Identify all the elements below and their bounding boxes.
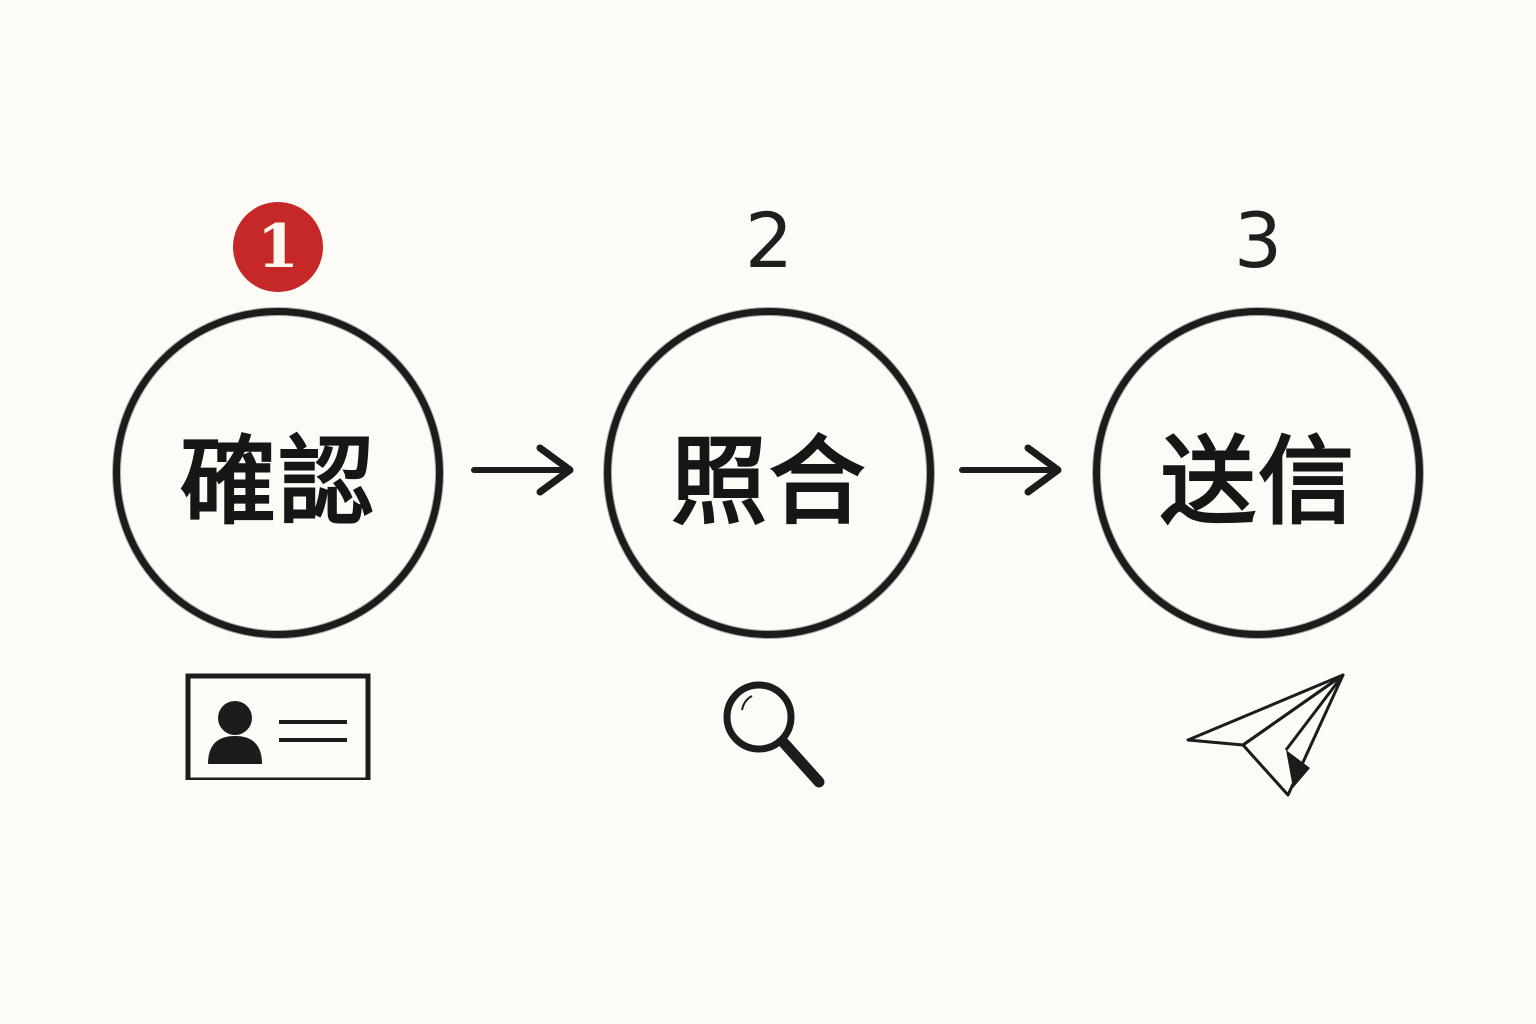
step-1: 1 確認 xyxy=(113,0,443,1024)
step-circle-send[interactable]: 送信 xyxy=(1093,308,1423,638)
step-label: 確認 xyxy=(180,424,376,538)
step-label: 送信 xyxy=(1160,424,1356,538)
step-number: 3 xyxy=(1233,196,1283,285)
step-label: 照合 xyxy=(671,424,867,538)
step-number: 2 xyxy=(744,196,794,285)
step-circle-confirm[interactable]: 確認 xyxy=(113,308,443,638)
arrow-right-icon xyxy=(959,444,1062,496)
step-3: 3 送信 xyxy=(1093,0,1423,1024)
magnifier-icon xyxy=(604,660,934,810)
arrow-right-icon xyxy=(471,444,574,496)
paper-plane-icon xyxy=(1093,660,1423,810)
step-2: 2 照合 xyxy=(604,0,934,1024)
step-number-label: 1 xyxy=(233,202,323,292)
id-card-icon xyxy=(113,660,443,810)
step-circle-match[interactable]: 照合 xyxy=(604,308,934,638)
step-number-badge: 1 xyxy=(113,200,443,292)
